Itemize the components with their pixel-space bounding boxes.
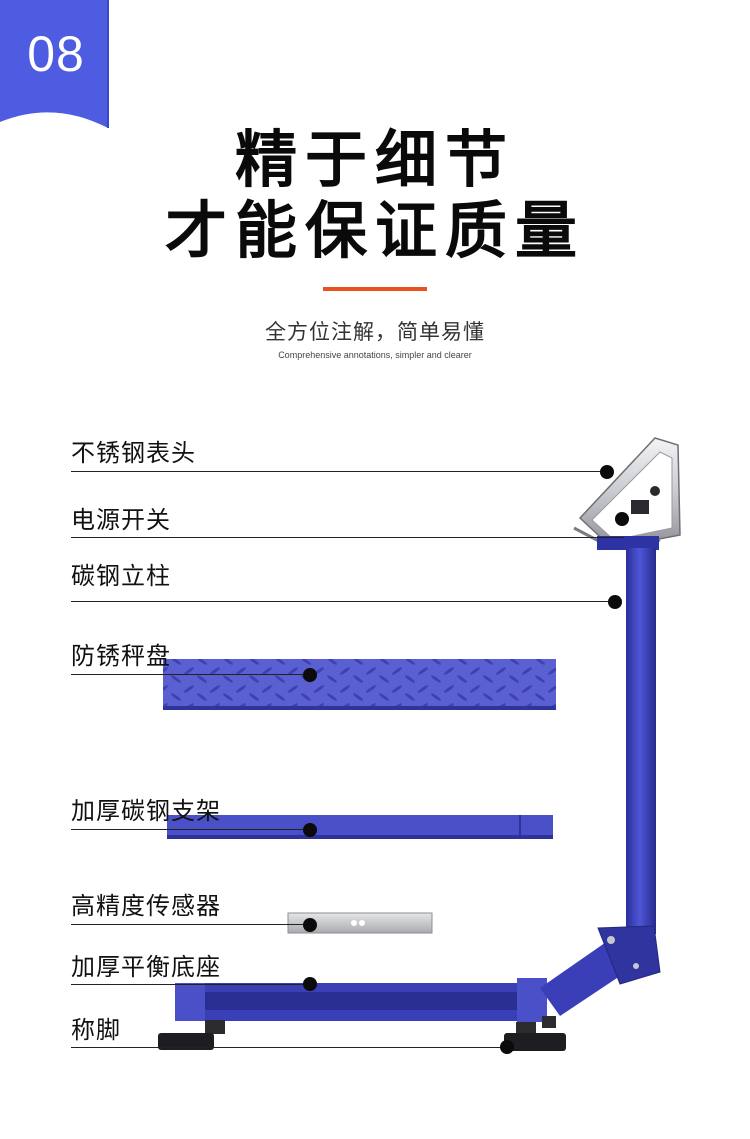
callout-label-display-head: 不锈钢表头: [71, 439, 196, 467]
callout-dot-feet: [500, 1040, 514, 1054]
anti-rust-platform: [163, 659, 556, 710]
section-badge: 08: [0, 0, 112, 128]
callout-dot-power-switch: [615, 512, 629, 526]
callout-label-platform: 防锈秤盘: [71, 642, 171, 670]
callout-label-pole: 碳钢立柱: [71, 562, 171, 590]
callout-label-sensor: 高精度传感器: [71, 892, 221, 920]
subtitle-en: Comprehensive annotations, simpler and c…: [278, 350, 472, 360]
callout-dot-display-head: [600, 465, 614, 479]
subtitle-cn: 全方位注解，简单易懂: [265, 320, 485, 344]
scale-feet: [158, 1016, 566, 1051]
pole-cap: [597, 536, 659, 550]
carbon-steel-support: [167, 815, 553, 839]
stainless-display-head: [573, 437, 681, 550]
callout-label-feet: 称脚: [71, 1016, 121, 1044]
callout-dot-sensor: [303, 918, 317, 932]
accent-divider: [323, 287, 427, 291]
callout-dot-support: [303, 823, 317, 837]
callout-line-platform: [71, 674, 315, 675]
callout-line-feet: [71, 1047, 507, 1048]
section-number: 08: [27, 26, 85, 82]
callout-dot-platform: [303, 668, 317, 682]
heading-line-2: 才能保证质量: [164, 194, 585, 267]
callout-line-base: [71, 984, 315, 985]
callout-label-support: 加厚碳钢支架: [71, 797, 221, 825]
callout-label-power-switch: 电源开关: [71, 506, 171, 534]
callout-line-support: [71, 829, 315, 830]
heading-line-1: 精于细节: [234, 123, 515, 196]
callout-line-power-switch: [71, 537, 624, 538]
callout-label-base: 加厚平衡底座: [71, 953, 221, 981]
callout-line-pole: [71, 601, 617, 602]
carbon-steel-pole: [626, 548, 656, 934]
precision-sensor: [287, 912, 433, 934]
badge-shape: [0, 0, 109, 128]
balanced-base: [175, 925, 661, 1022]
callout-line-display-head: [71, 471, 607, 472]
callout-dot-pole: [608, 595, 622, 609]
callout-line-sensor: [71, 924, 315, 925]
callout-dot-base: [303, 977, 317, 991]
